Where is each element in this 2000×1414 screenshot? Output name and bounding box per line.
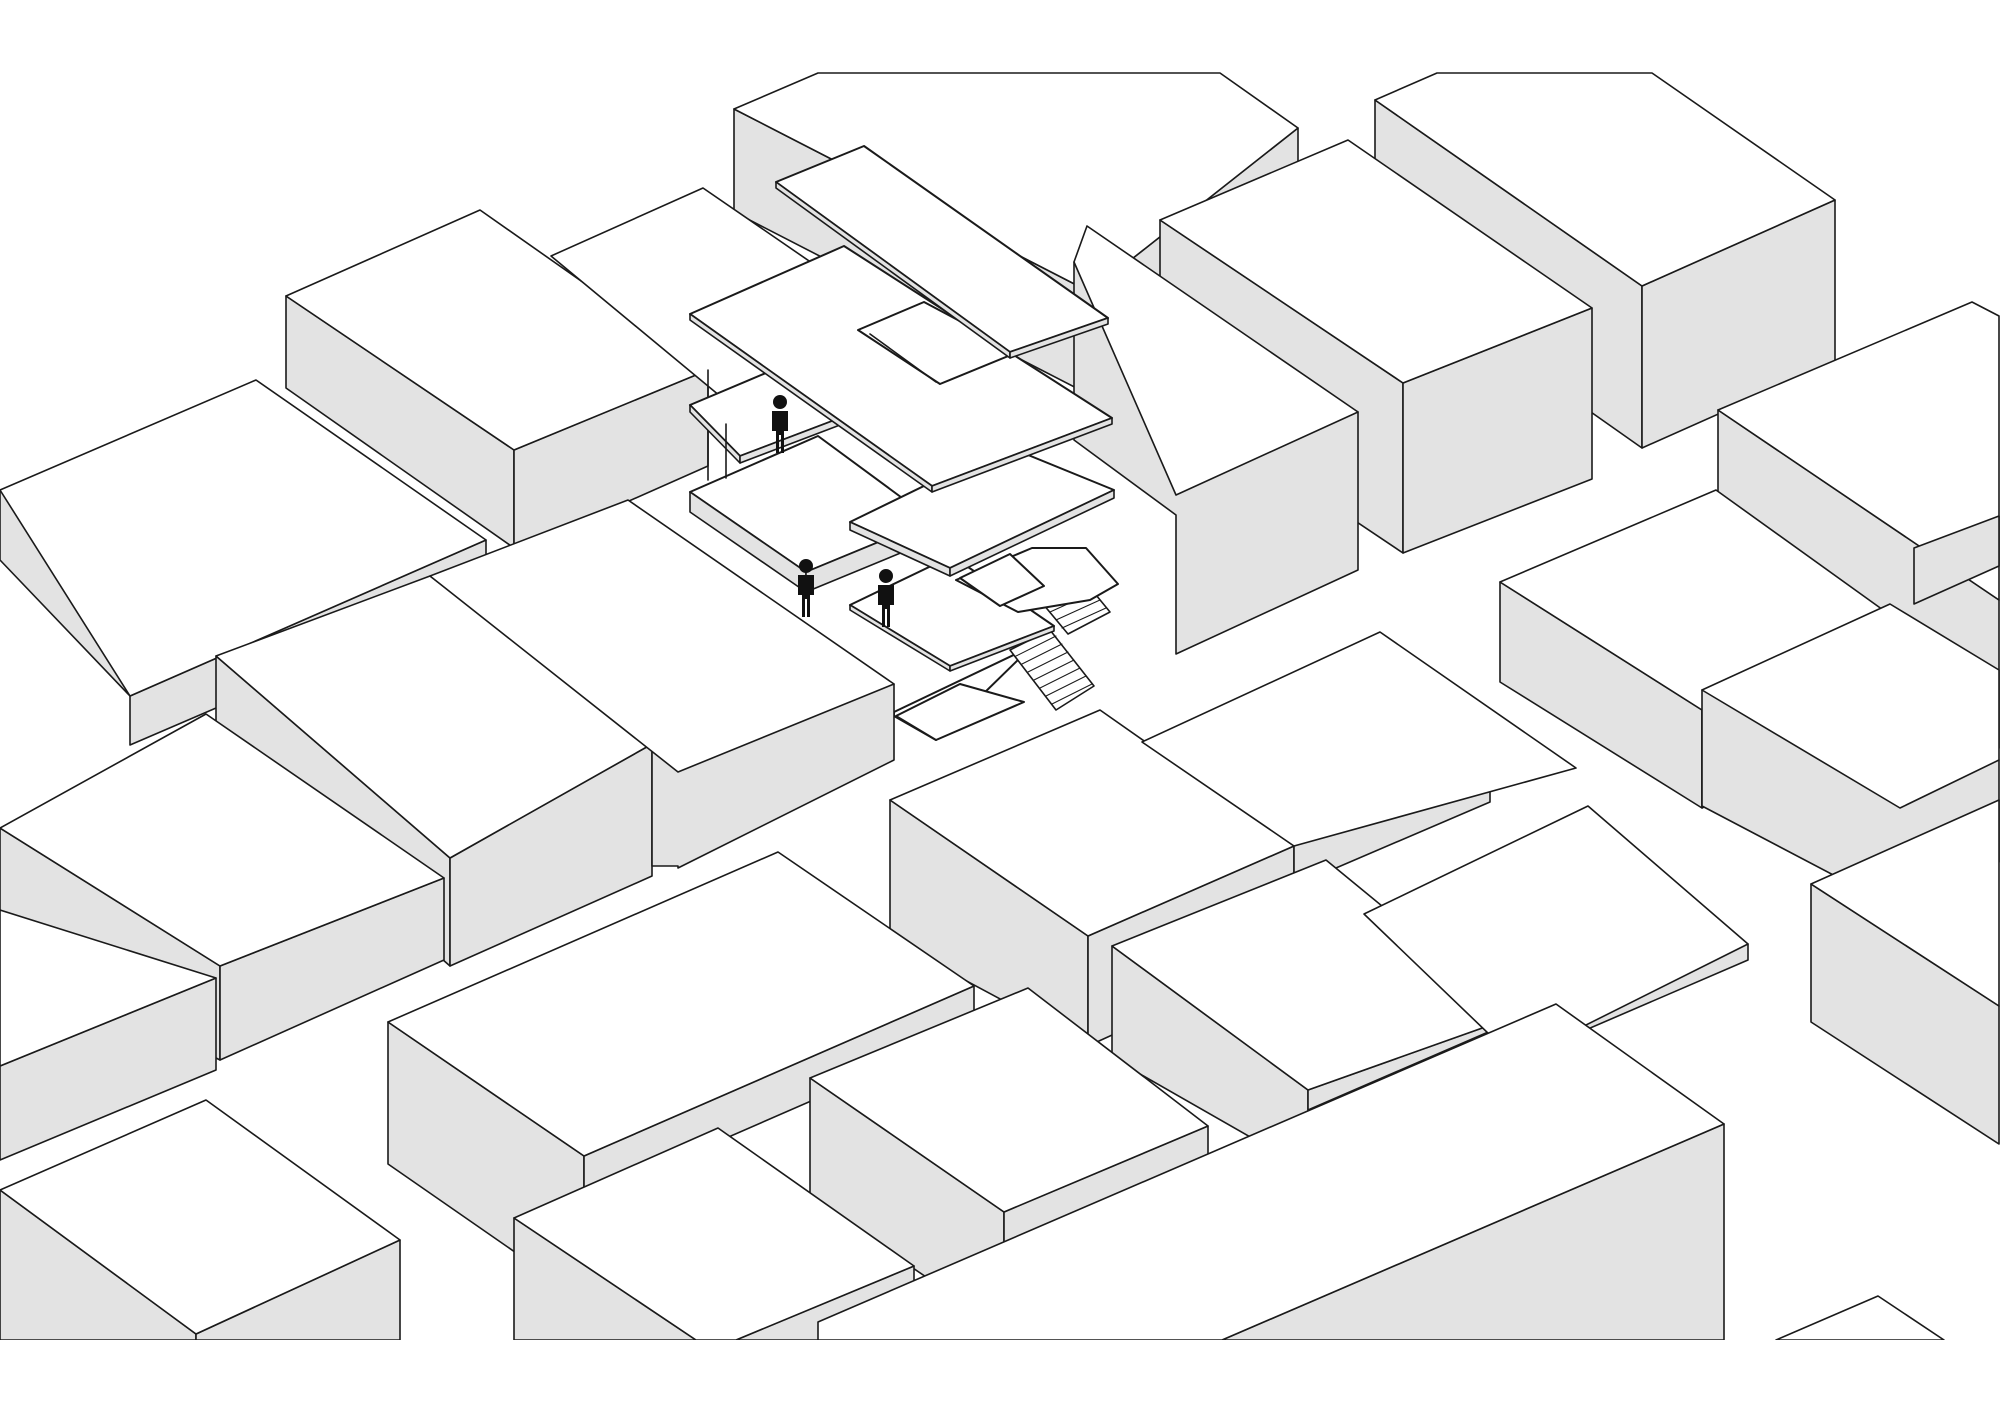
building-block xyxy=(285,209,709,553)
building-block xyxy=(1810,799,2000,1145)
exploded-building xyxy=(689,145,1119,741)
building-block xyxy=(1775,1295,1945,1340)
building-block xyxy=(429,499,895,869)
human-figure xyxy=(878,569,894,627)
building-block xyxy=(817,1003,1725,1340)
building-block xyxy=(513,1127,915,1340)
building-block xyxy=(0,1099,401,1340)
building-block xyxy=(1111,859,1517,1171)
human-figure xyxy=(772,395,788,453)
scene xyxy=(0,72,2000,1340)
floor-slab xyxy=(849,445,1115,577)
floor-slab xyxy=(689,245,1113,493)
floor-slab xyxy=(955,547,1119,613)
floor-slab xyxy=(849,555,1055,672)
floor-slab xyxy=(775,145,1109,359)
building-block xyxy=(1141,631,1577,887)
human-figure xyxy=(798,559,814,617)
building-block xyxy=(1073,225,1359,655)
building-block xyxy=(0,909,217,1161)
